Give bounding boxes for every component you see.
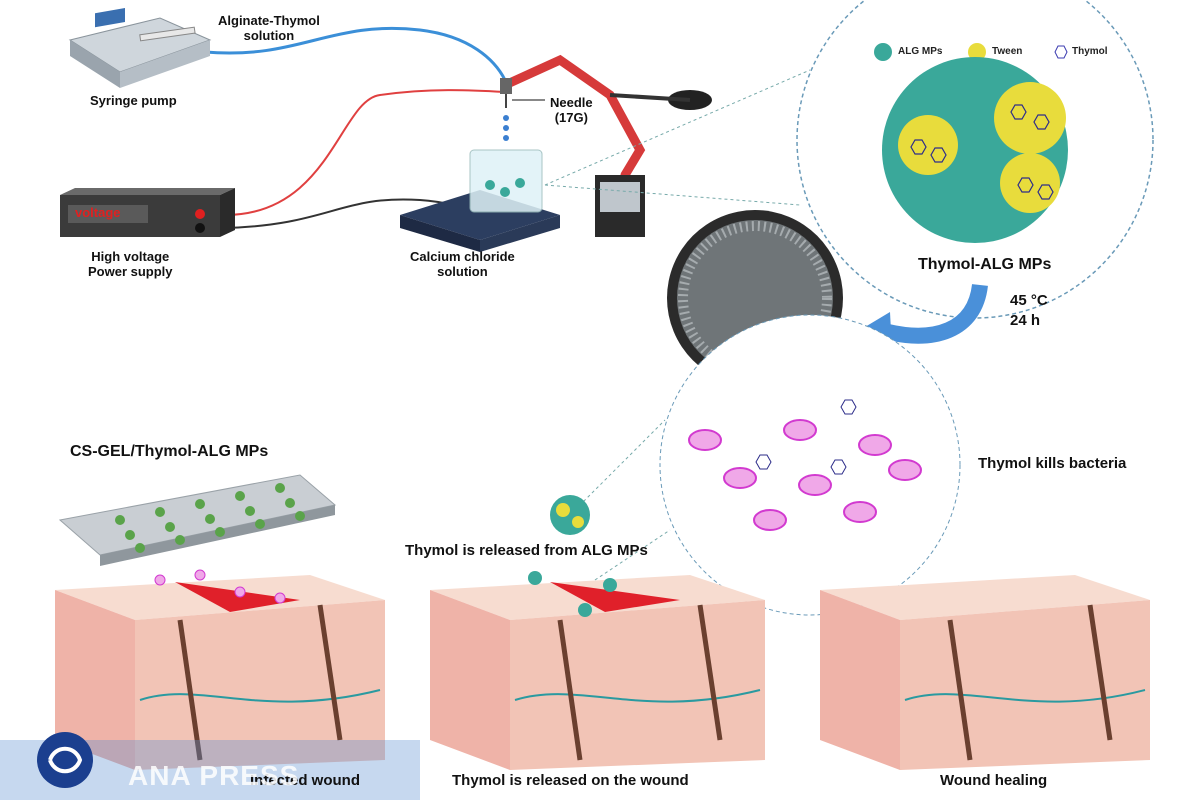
skin-block-healed xyxy=(820,575,1150,770)
panel-caption-release: Thymol is released on the wound xyxy=(452,772,689,789)
drying-arrow xyxy=(877,283,988,344)
tween-droplet-1 xyxy=(898,115,958,175)
bacteria-cluster xyxy=(688,419,922,531)
petri-dish-texture xyxy=(678,221,832,375)
release-particle-tween-2 xyxy=(572,516,584,528)
calcium-label: Calcium chloride solution xyxy=(410,249,515,279)
legend-tween-label: Tween xyxy=(992,46,1023,57)
voltage-display: voltage xyxy=(75,205,121,220)
drying-time: 24 h xyxy=(1010,312,1041,329)
ana-press-logo-mark xyxy=(48,746,83,774)
droplets xyxy=(503,115,509,141)
dressing-plate xyxy=(58,474,337,566)
power-supply xyxy=(60,188,235,237)
bacteria-caption: Thymol kills bacteria xyxy=(978,455,1127,472)
panel-caption-healing: Wound healing xyxy=(940,772,1048,789)
release-caption: Thymol is released from ALG MPs xyxy=(405,542,648,559)
syringe-pump xyxy=(68,7,212,88)
bacteria-zoom-circle xyxy=(659,314,961,616)
solution-tube xyxy=(204,26,507,81)
legend-alg-swatch xyxy=(874,43,892,61)
zoom-line-3 xyxy=(574,419,666,511)
needle xyxy=(500,78,545,108)
magnetic-stand xyxy=(500,54,712,237)
zoom-line-4 xyxy=(579,529,671,591)
microparticles-title: Thymol-ALG MPs xyxy=(918,256,1052,273)
dressing-title: CS-GEL/Thymol-ALG MPs xyxy=(70,443,269,460)
zoom-line-1 xyxy=(544,184,801,206)
skin-block-release xyxy=(430,571,765,770)
legend-tween-swatch xyxy=(968,43,986,61)
legend-alg-label: ALG MPs xyxy=(898,46,943,57)
zoom-line-2 xyxy=(544,69,811,186)
solution-label: Alginate-Thymol solution xyxy=(218,13,320,43)
panel-caption-infection: Infected wound xyxy=(250,772,360,789)
syringe-pump-label: Syringe pump xyxy=(90,93,177,108)
thymol-on-bacteria xyxy=(755,399,857,475)
red-wire xyxy=(224,89,506,216)
drying-temp: 45 °C xyxy=(1010,292,1048,309)
tween-droplet-2 xyxy=(994,82,1066,154)
beaker-stirrer xyxy=(400,149,560,252)
release-particle-tween-1 xyxy=(556,503,570,517)
needle-label: Needle (17G) xyxy=(550,95,593,125)
release-particle xyxy=(550,495,590,535)
thymol-molecules xyxy=(910,104,1054,200)
legend-thymol-icon xyxy=(1054,45,1068,59)
tween-droplet-3 xyxy=(1000,153,1060,213)
watermark-text: ANA PRESS xyxy=(128,760,300,791)
power-supply-label: High voltage Power supply xyxy=(88,249,173,279)
skin-block-infected xyxy=(55,569,385,770)
legend-thymol-label: Thymol xyxy=(1072,46,1108,57)
ana-press-logo xyxy=(37,732,93,788)
